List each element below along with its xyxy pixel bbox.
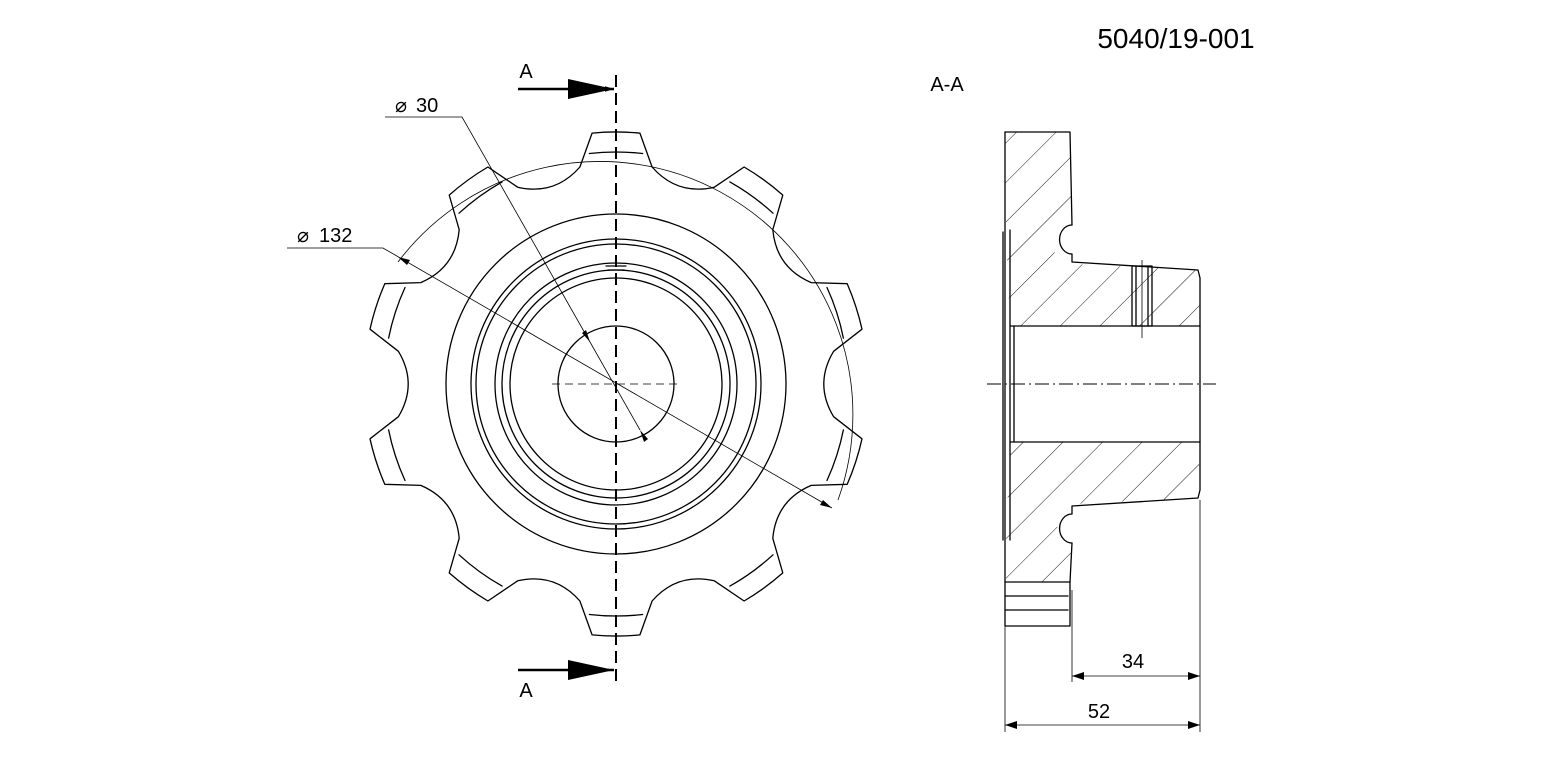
tooth-chamfer-line: [729, 554, 774, 587]
tooth-chamfer-line: [729, 181, 774, 214]
tooth-chamfer-line: [387, 286, 406, 339]
tooth-chamfer-line: [387, 429, 406, 482]
bore-diameter-dimension: 30: [416, 95, 438, 117]
hub-length-arrow-1: [1072, 672, 1084, 680]
tip-circle-arc: [397, 161, 854, 501]
flange-top-outline: [1004, 131, 1073, 226]
section-label-top: A: [519, 61, 533, 83]
tooth-chamfer-line: [458, 554, 503, 587]
tooth-chamfer-line: [826, 429, 845, 482]
outer-diameter-dimension: 132: [319, 225, 352, 247]
tooth-detail-lines: [387, 151, 845, 617]
outer-dimension-leader: [287, 247, 833, 509]
hub-length-arrow-2: [1188, 672, 1200, 680]
outer-diameter-symbol: ⌀: [297, 225, 309, 247]
section-label-bottom: A: [519, 680, 533, 702]
total-length-arrow-2: [1188, 721, 1200, 729]
outer-dim-arrow-1: [398, 257, 410, 265]
tooth-chamfer-line: [458, 181, 503, 214]
bore-diameter-symbol: ⌀: [395, 95, 407, 117]
outer-dim-arrow-2: [820, 500, 832, 508]
flange-tooth-lines: [1004, 595, 1069, 611]
flange-bottom-outline: [1004, 131, 1073, 627]
total-length-dimension: 52: [1088, 701, 1110, 723]
section-view-title: A-A: [930, 74, 964, 96]
bore-dim-arrow-2: [640, 430, 648, 442]
tooth-chamfer-line: [826, 286, 845, 339]
total-length-arrow-1: [1005, 721, 1017, 729]
hatch-lower: [1006, 442, 1200, 582]
bore-dimension-line: [589, 341, 641, 431]
bore-dim-arrow-1: [582, 330, 590, 342]
hub-outline: [1058, 224, 1201, 544]
section-view: A-A 34 52: [930, 74, 1216, 732]
hatch-upper: [1005, 132, 1200, 326]
hub-length-dimension: 34: [1122, 651, 1144, 673]
drawing-number: 5040/19-001: [1097, 23, 1254, 54]
section-arrowhead-bottom: [568, 660, 614, 680]
sprocket-outline: [369, 131, 863, 637]
bore-dimension-leader: [385, 116, 591, 343]
front-view: A A ⌀ 30 ⌀ 132: [287, 61, 863, 702]
section-arrowhead-top: [568, 79, 614, 99]
